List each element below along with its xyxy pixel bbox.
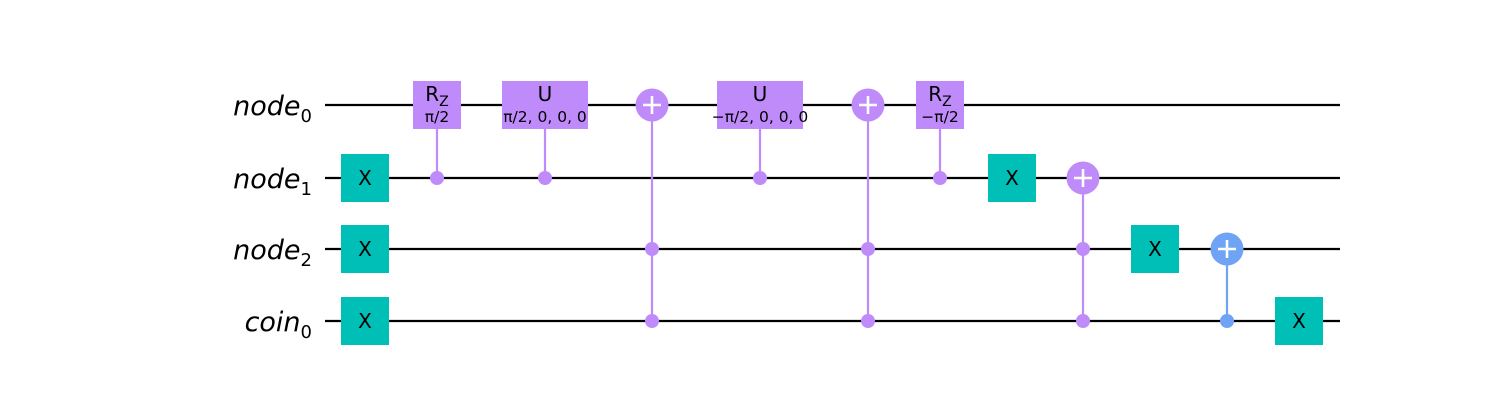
x-gate-box — [341, 154, 389, 202]
x-gate-box — [1275, 297, 1323, 345]
x-gate-label: X — [1292, 309, 1306, 333]
x-gate-label: X — [358, 237, 372, 261]
gate-ccx-2 — [851, 88, 885, 328]
gate-label: RZ — [928, 82, 952, 110]
gate-x-node1-b: X — [988, 154, 1036, 202]
gate-ccx-3 — [1066, 161, 1100, 328]
qubit-wires — [325, 103, 1340, 323]
gate-label: U — [753, 82, 768, 106]
cu-gate-box — [502, 81, 588, 129]
control-dot — [753, 171, 767, 185]
x-gate-label: X — [1005, 166, 1019, 190]
gate-x-coin0-b: X — [1275, 297, 1323, 345]
control-dot — [861, 314, 875, 328]
control-dot — [933, 171, 947, 185]
cu-gate-box — [717, 81, 803, 129]
crz-gate-box — [916, 81, 964, 129]
qubit-label-coin0: coin0 — [245, 307, 312, 343]
gate-param: π/2, 0, 0, 0 — [503, 108, 587, 126]
crz-gate-box — [413, 81, 461, 129]
x-gate-box — [1131, 225, 1179, 273]
gate-x-coin0: X — [341, 297, 389, 345]
gate-x-node2-b: X — [1131, 225, 1179, 273]
qubit-label-node1: node1 — [233, 164, 312, 200]
gate-label: U — [538, 82, 553, 106]
qubit-label-node2: node2 — [233, 235, 312, 271]
gate-x-node1: X — [341, 154, 389, 202]
gate-cx-1 — [1210, 232, 1244, 328]
control-dot — [430, 171, 444, 185]
x-gate-label: X — [1148, 237, 1162, 261]
qubit-label-node0: node0 — [233, 91, 312, 127]
gate-ccx-1 — [635, 88, 669, 328]
x-gate-box — [341, 297, 389, 345]
qubit-labels: node0 node1 node2 coin0 — [233, 91, 312, 343]
gate-cu-2: U −π/2, 0, 0, 0 — [712, 81, 809, 185]
gate-crz-1: RZπ/2 — [413, 81, 461, 185]
control-dot — [645, 314, 659, 328]
x-gate-label: X — [358, 309, 372, 333]
gate-param: −π/2, 0, 0, 0 — [712, 108, 809, 126]
x-gate-label: X — [358, 166, 372, 190]
control-dot — [1076, 314, 1090, 328]
x-gate-box — [988, 154, 1036, 202]
gate-param: π/2 — [425, 108, 449, 126]
control-dot — [1220, 314, 1234, 328]
control-dot — [861, 242, 875, 256]
gate-cu-1: Uπ/2, 0, 0, 0 — [502, 81, 588, 185]
x-gate-box — [341, 225, 389, 273]
gate-param: −π/2 — [921, 108, 958, 126]
gate-crz-2: RZ−π/2 — [916, 81, 964, 185]
gate-x-node2: X — [341, 225, 389, 273]
control-dot — [538, 171, 552, 185]
gate-label: RZ — [425, 82, 449, 110]
control-dot — [645, 242, 659, 256]
control-dot — [1076, 242, 1090, 256]
